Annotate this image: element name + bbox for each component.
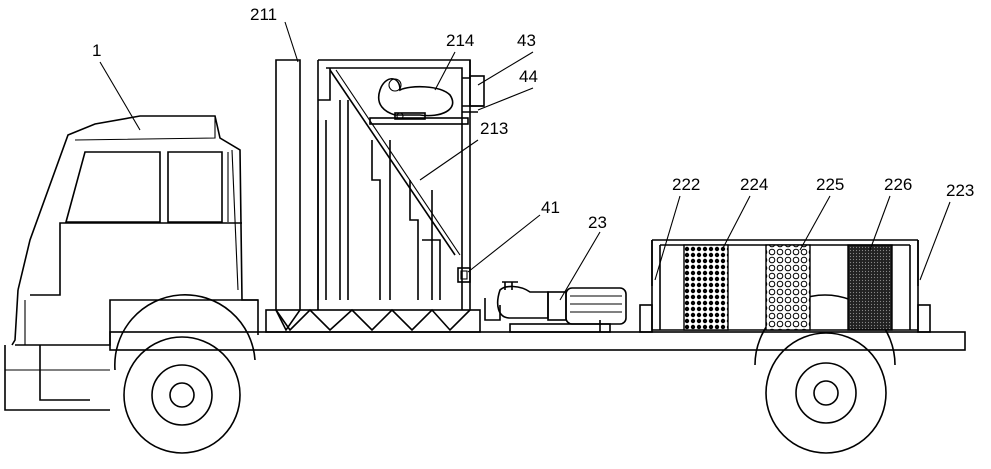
label-223: 223 <box>946 181 974 200</box>
filter-tank <box>639 239 931 333</box>
label-23: 23 <box>588 213 607 232</box>
rear-wheel <box>754 294 896 454</box>
callout-labels: 1 211 214 43 44 213 41 23 222 224 225 22… <box>92 5 974 232</box>
label-226: 226 <box>884 175 912 194</box>
leader-lines <box>99 21 951 301</box>
label-41: 41 <box>541 198 560 217</box>
mixer-motor <box>377 77 454 120</box>
truck-cab <box>4 115 259 411</box>
front-wheel <box>114 294 256 454</box>
label-1: 1 <box>92 41 101 60</box>
label-213: 213 <box>480 119 508 138</box>
pump-assembly <box>484 281 627 333</box>
label-44: 44 <box>519 67 538 86</box>
settling-tank <box>265 59 481 333</box>
valve-41 <box>457 267 471 283</box>
label-224: 224 <box>740 175 768 194</box>
label-225: 225 <box>816 175 844 194</box>
label-214: 214 <box>446 31 474 50</box>
label-222: 222 <box>672 175 700 194</box>
label-211: 211 <box>250 5 277 24</box>
label-43: 43 <box>517 31 536 50</box>
bracket-43-44 <box>462 75 485 113</box>
